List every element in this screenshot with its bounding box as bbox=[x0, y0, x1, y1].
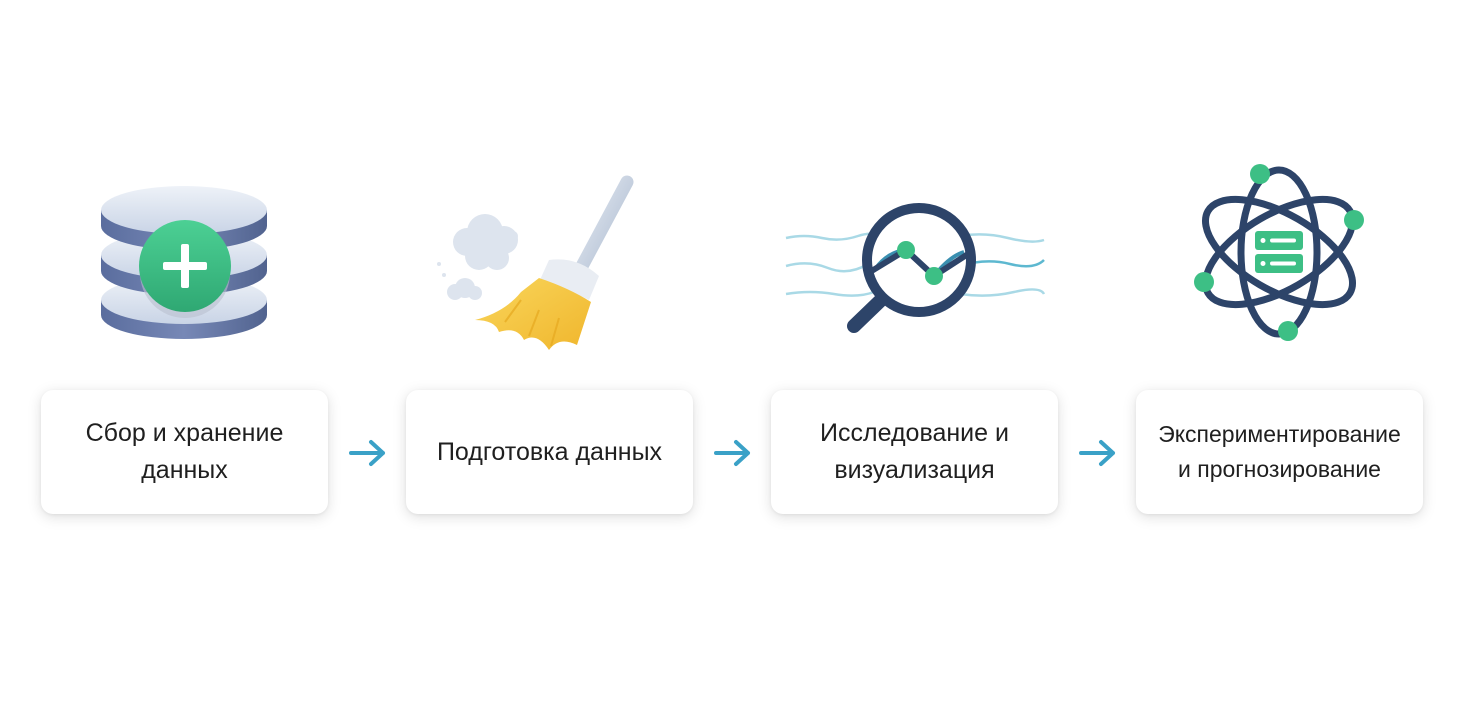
arrow-right-icon bbox=[1078, 437, 1118, 469]
arrow-right-icon bbox=[713, 437, 753, 469]
database-plus-icon bbox=[34, 160, 334, 360]
step-label: Исследование и визуализация bbox=[820, 419, 1009, 484]
step-label: Экспериментирование и прогнозирование bbox=[1158, 421, 1401, 482]
step-label: Сбор и хранение данных bbox=[85, 419, 284, 484]
step-card-exploration: Исследование и визуализация bbox=[771, 390, 1058, 514]
arrow-right-icon bbox=[348, 437, 388, 469]
atom-server-icon bbox=[1129, 160, 1429, 360]
magnifier-chart-icon bbox=[764, 160, 1064, 360]
step-card-collect-store: Сбор и хранение данных bbox=[41, 390, 328, 514]
step-card-data-prep: Подготовка данных bbox=[406, 390, 693, 514]
broom-icon bbox=[399, 160, 699, 360]
step-label: Подготовка данных bbox=[436, 437, 663, 466]
step-card-experimentation: Экспериментирование и прогнозирование bbox=[1136, 390, 1423, 514]
